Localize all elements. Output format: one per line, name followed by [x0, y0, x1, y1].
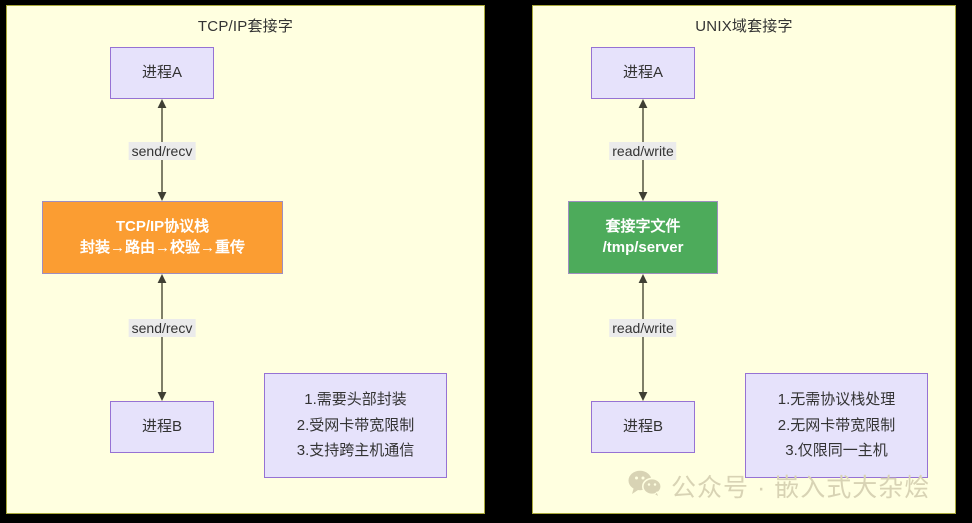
node-process-b-tcpip: 进程B	[110, 401, 214, 453]
note-box-tcpip: 1.需要头部封装 2.受网卡带宽限制 3.支持跨主机通信	[264, 373, 447, 478]
note-line: 2.受网卡带宽限制	[296, 416, 415, 434]
edge-label-read-write-bottom: read/write	[609, 319, 677, 337]
node-label-line1: TCP/IP协议栈	[115, 218, 210, 236]
panel-title-unix: UNIX域套接字	[695, 18, 793, 35]
node-label: 进程B	[141, 417, 182, 435]
node-socket-file: 套接字文件 /tmp/server	[568, 201, 718, 274]
node-label: 进程A	[622, 63, 663, 81]
panel-tcpip: TCP/IP套接字 进程A send/recv TCP/IP协议栈 封装→路由→…	[6, 5, 485, 514]
note-line: 2.无网卡带宽限制	[777, 416, 896, 434]
note-line: 3.支持跨主机通信	[296, 442, 415, 460]
node-label: 进程B	[622, 417, 663, 435]
node-label: 进程A	[141, 63, 182, 81]
node-process-a-tcpip: 进程A	[110, 47, 214, 99]
node-label-line2: 封装→路由→校验→重传	[79, 238, 245, 256]
edge-label-send-recv-bottom: send/recv	[128, 319, 196, 337]
note-box-unix: 1.无需协议栈处理 2.无网卡带宽限制 3.仅限同一主机	[745, 373, 928, 478]
note-line: 3.仅限同一主机	[785, 442, 888, 460]
note-line: 1.需要头部封装	[304, 391, 407, 409]
node-process-b-unix: 进程B	[591, 401, 695, 453]
node-label-line1: 套接字文件	[605, 218, 681, 236]
arrow-stack-to-process-b-tcpip	[155, 274, 169, 401]
panel-unix: UNIX域套接字 进程A read/write 套接字文件 /tmp/serve…	[532, 5, 956, 514]
edge-label-read-write-top: read/write	[609, 142, 677, 160]
edge-label-send-recv-top: send/recv	[128, 142, 196, 160]
node-process-a-unix: 进程A	[591, 47, 695, 99]
node-tcpip-stack: TCP/IP协议栈 封装→路由→校验→重传	[42, 201, 283, 274]
note-line: 1.无需协议栈处理	[777, 391, 896, 409]
node-label-line2: /tmp/server	[602, 238, 684, 256]
arrow-socketfile-to-process-b-unix	[636, 274, 650, 401]
panel-title-tcpip: TCP/IP套接字	[197, 18, 294, 35]
